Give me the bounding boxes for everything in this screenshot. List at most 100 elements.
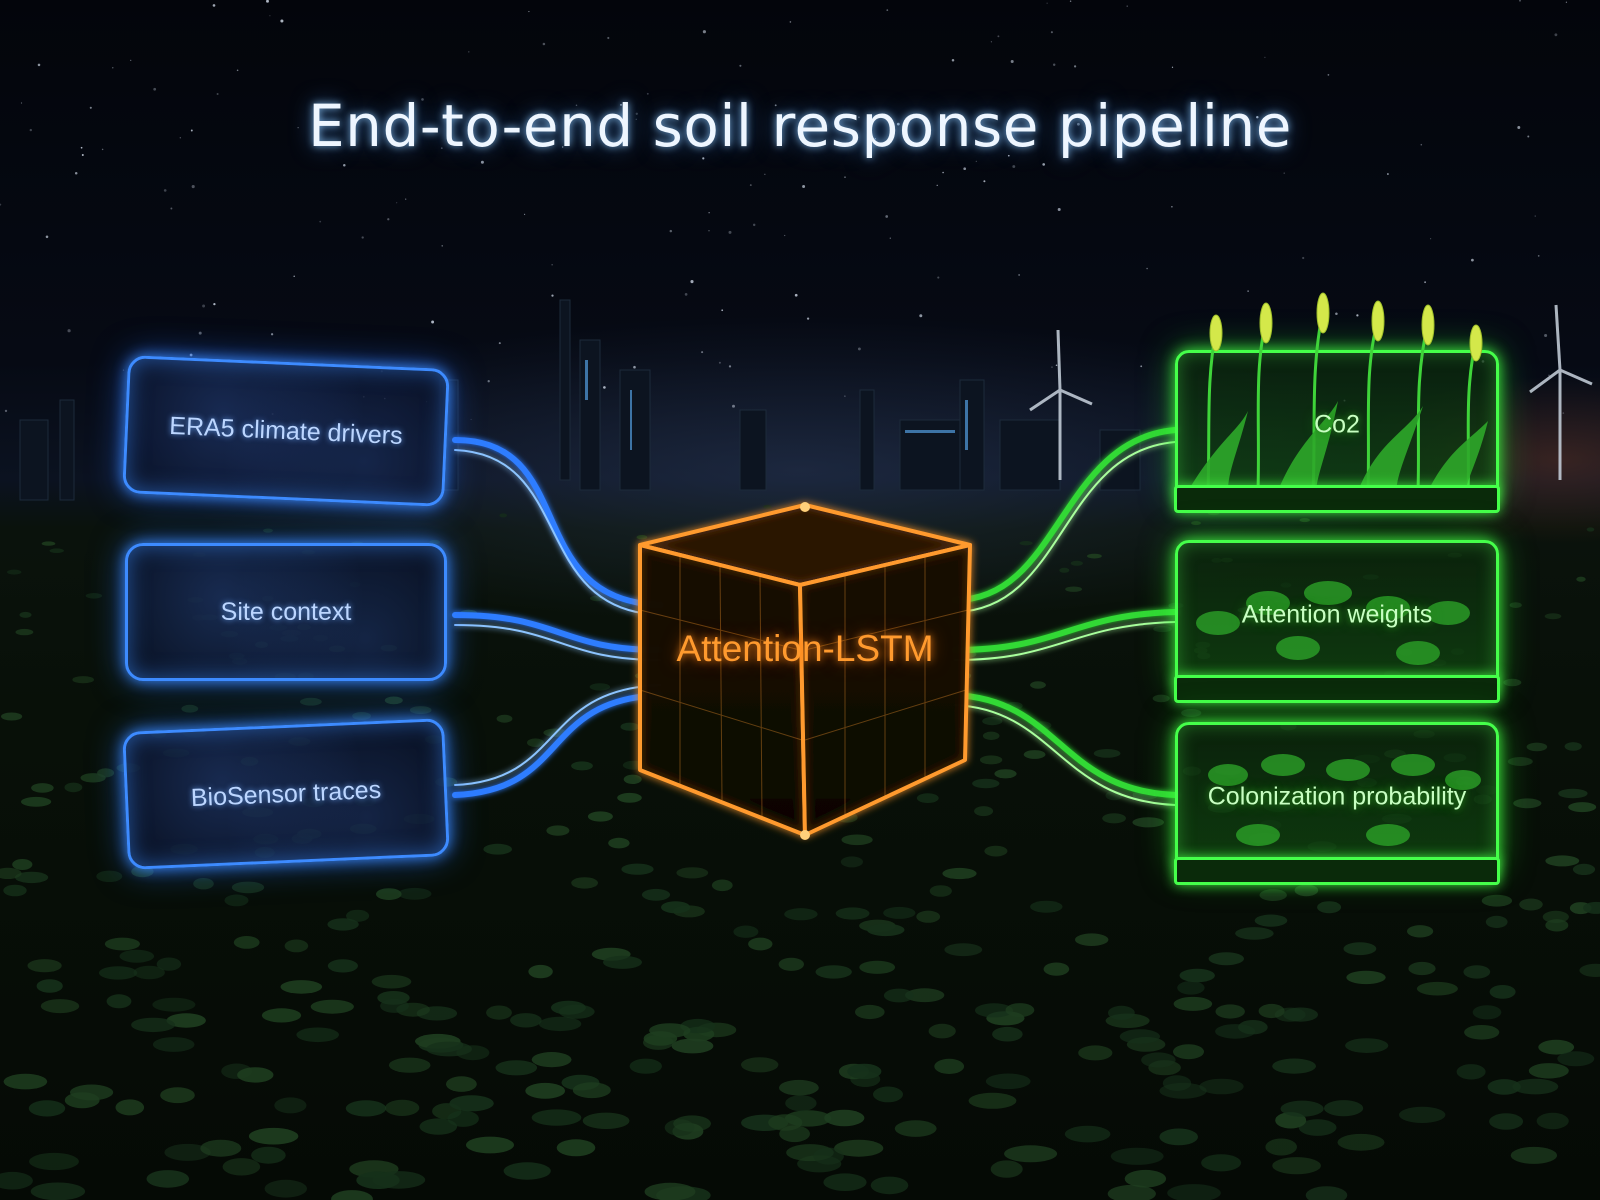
star [343, 164, 346, 167]
field-leaf [1538, 1039, 1575, 1055]
field-leaf [233, 936, 260, 949]
field-leaf [974, 806, 994, 817]
wind-turbine-icon [1529, 304, 1593, 480]
star [975, 160, 977, 162]
star [1055, 364, 1058, 366]
field-leaf [27, 959, 62, 973]
crop-plant-icon [1196, 581, 1470, 665]
field-leaf [483, 843, 512, 855]
field-leaf [146, 1170, 190, 1188]
star [524, 213, 526, 215]
skyline-lights [585, 360, 968, 450]
field-leaf [20, 796, 52, 807]
star [1256, 115, 1259, 119]
field-leaf [251, 1146, 286, 1164]
star [1010, 60, 1014, 63]
field-leaf [528, 964, 553, 979]
field-leaf [859, 960, 896, 974]
field-leaf [1153, 625, 1172, 633]
field-leaf [486, 1005, 512, 1020]
star [669, 229, 673, 233]
star [1534, 215, 1536, 217]
field-leaf [1407, 925, 1434, 938]
wire-site-to-model [454, 624, 661, 661]
star [498, 342, 501, 345]
field-leaf [499, 513, 508, 518]
field-leaf [1254, 914, 1288, 927]
field-leaf [264, 1179, 307, 1198]
field-leaf [0, 867, 22, 879]
star [749, 184, 752, 187]
field-leaf [589, 683, 611, 691]
wire-model-to-co2 [954, 441, 1176, 613]
field-leaf [280, 980, 323, 994]
star [752, 223, 756, 227]
field-leaf [1305, 1186, 1348, 1200]
star [886, 9, 889, 11]
star [739, 64, 742, 67]
star [1159, 133, 1161, 135]
field-leaf [1280, 1100, 1324, 1117]
star [885, 215, 889, 218]
star [633, 365, 636, 369]
field-leaf [1030, 900, 1063, 913]
field-leaf [96, 870, 123, 882]
wire-model-to-attention [952, 609, 1178, 653]
star [122, 369, 125, 371]
star [470, 418, 472, 420]
star [1051, 366, 1053, 368]
star [179, 137, 181, 139]
field-leaf [131, 1017, 176, 1033]
field-leaf [98, 966, 138, 980]
star [889, 237, 891, 239]
cube-left-face [638, 543, 807, 837]
field-leaf [152, 1037, 195, 1052]
field-leaf [1337, 1133, 1385, 1151]
field-leaf [496, 714, 513, 723]
star [29, 128, 32, 132]
star [1018, 274, 1020, 276]
star [266, 0, 269, 3]
star [990, 41, 993, 43]
field-leaf [1078, 1045, 1113, 1061]
star [441, 245, 443, 247]
field-leaf [1179, 968, 1215, 983]
field-leaf [510, 1013, 542, 1028]
field-leaf [495, 1060, 538, 1076]
plant-tray [1174, 675, 1500, 703]
star [702, 157, 705, 160]
field-leaf [623, 774, 642, 784]
star [1420, 143, 1423, 146]
cube-bottom-spark [800, 830, 810, 840]
star [1517, 126, 1521, 129]
star [844, 395, 846, 397]
star [718, 361, 721, 364]
field-leaf [1528, 1063, 1569, 1079]
field-leaf [538, 1016, 582, 1032]
field-leaf [676, 867, 709, 879]
star [387, 218, 390, 221]
field-leaf [237, 1067, 274, 1083]
field-leaf [1298, 1119, 1337, 1136]
field-leaf [503, 1162, 551, 1180]
wire-site-to-model [452, 612, 663, 653]
field-leaf [1544, 613, 1562, 620]
star [997, 35, 1000, 38]
field-leaf [1070, 560, 1083, 566]
field-leaf [1345, 1038, 1389, 1053]
field-leaf [531, 1052, 572, 1068]
input-label-era5: ERA5 climate drivers [168, 411, 404, 450]
input-label-site-context: Site context [220, 597, 352, 626]
cube-top-spark [800, 502, 810, 512]
field-leaf [944, 943, 983, 957]
page-title: End-to-end soil response pipeline [308, 92, 1292, 160]
field-leaf [36, 979, 63, 993]
star [163, 189, 167, 192]
star [1007, 154, 1010, 157]
field-leaf [152, 997, 196, 1012]
field-leaf [763, 504, 772, 509]
field-leaf [40, 999, 80, 1014]
star [1069, 0, 1072, 2]
field-leaf [546, 825, 570, 836]
star [67, 329, 71, 333]
